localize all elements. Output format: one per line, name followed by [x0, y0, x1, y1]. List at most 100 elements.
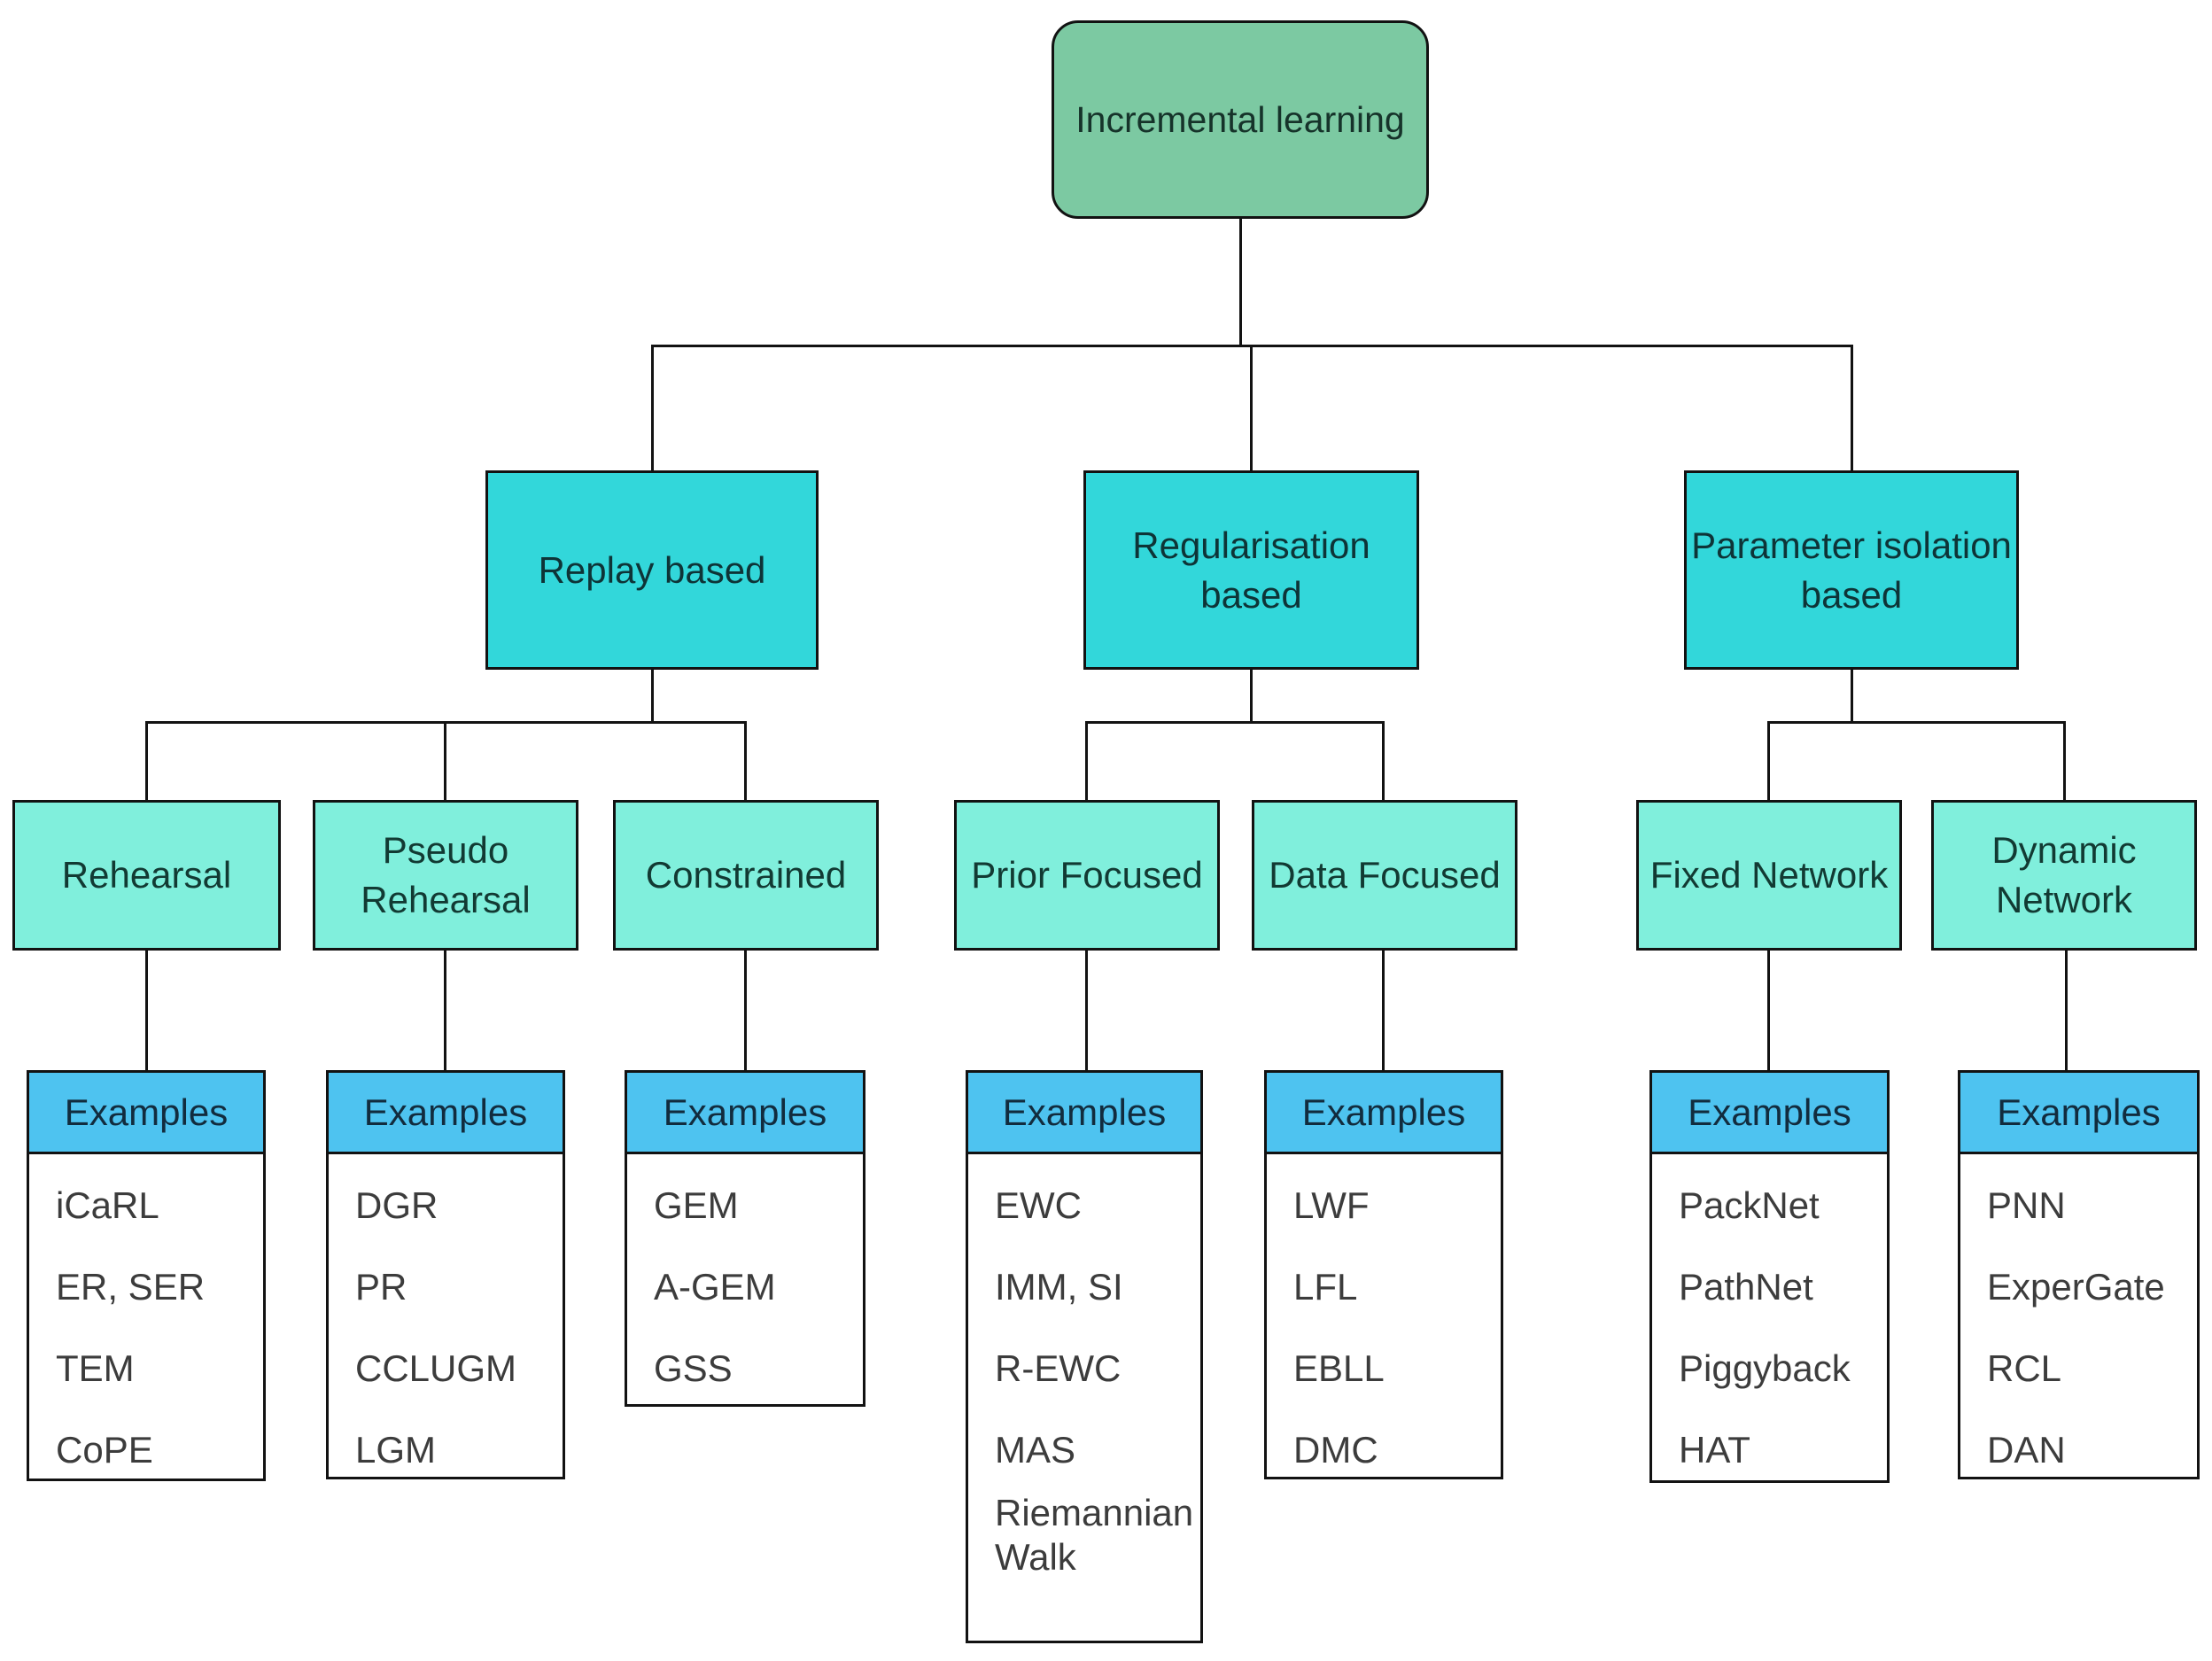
node-pseudo-rehearsal: Pseudo Rehearsal [313, 800, 578, 951]
example-item: CCLUGM [355, 1347, 517, 1389]
example-item: iCaRL [56, 1184, 159, 1226]
example-item: DGR [355, 1184, 439, 1226]
examples-header-label: Examples [1688, 1091, 1851, 1133]
node-label: Rehearsal [61, 854, 232, 896]
node-label: Fixed Network [1649, 854, 1889, 896]
example-item: Piggyback [1679, 1347, 1851, 1389]
connector-pseudo-rehearsal-examples [444, 951, 446, 1070]
connector-constrained-up [744, 721, 747, 800]
node-rehearsal: Rehearsal [12, 800, 281, 951]
connector-dynamic-network-examples [2065, 951, 2068, 1070]
connector-regularisation-up [1250, 345, 1253, 470]
example-item: HAT [1679, 1429, 1750, 1471]
node-regularisation-based: Regularisation based [1083, 470, 1419, 670]
examples-header: Examples [627, 1073, 863, 1154]
example-item: LWF [1293, 1184, 1370, 1226]
connector-rehearsal-up [145, 721, 148, 800]
example-item: EWC [995, 1184, 1082, 1226]
examples-box-prior-focused: Examples EWC IMM, SI R-EWC MAS Riemannia… [966, 1070, 1203, 1643]
examples-box-data-focused: Examples LWF LFL EBLL DMC [1264, 1070, 1503, 1479]
node-label: Replay based [538, 548, 766, 591]
connector-replay-up [651, 345, 654, 470]
node-label: Data Focused [1269, 854, 1501, 896]
node-fixed-network: Fixed Network [1636, 800, 1902, 951]
examples-list: LWF LFL EBLL DMC [1267, 1154, 1501, 1491]
examples-box-fixed-network: Examples PackNet PathNet Piggyback HAT [1649, 1070, 1890, 1483]
node-label: Parameter isolation based [1691, 524, 2012, 616]
connector-rail-regularisation [1085, 721, 1385, 724]
connector-dynamic-network-up [2063, 721, 2066, 800]
examples-box-constrained: Examples GEM A-GEM GSS [625, 1070, 865, 1407]
example-item: CoPE [56, 1429, 153, 1471]
connector-rail-parameter [1767, 721, 2066, 724]
examples-header-label: Examples [1997, 1091, 2161, 1133]
example-item: DAN [1987, 1429, 2066, 1471]
example-item: LGM [355, 1429, 437, 1471]
examples-header-label: Examples [663, 1091, 827, 1133]
node-label: Regularisation based [1132, 524, 1370, 616]
examples-header: Examples [329, 1073, 563, 1154]
example-item: RCL [1987, 1347, 2062, 1389]
examples-header: Examples [1960, 1073, 2197, 1154]
connector-data-focused-up [1382, 721, 1385, 800]
node-label: Pseudo Rehearsal [361, 829, 531, 920]
connector-rehearsal-examples [145, 951, 148, 1070]
examples-header: Examples [29, 1073, 263, 1154]
node-parameter-isolation-based: Parameter isolation based [1684, 470, 2019, 670]
node-incremental-learning: Incremental learning [1052, 20, 1429, 219]
node-label: Constrained [645, 854, 847, 896]
example-item: LFL [1293, 1266, 1358, 1308]
example-item: TEM [56, 1347, 135, 1389]
connector-pseudo-rehearsal-up [444, 721, 446, 800]
example-item: PackNet [1679, 1184, 1820, 1226]
examples-box-rehearsal: Examples iCaRL ER, SER TEM CoPE [27, 1070, 266, 1481]
example-item: PR [355, 1266, 407, 1308]
examples-header-label: Examples [1002, 1091, 1167, 1133]
connector-rail-level1 [652, 345, 1853, 347]
examples-header: Examples [1652, 1073, 1887, 1154]
connector-fixed-network-up [1767, 721, 1770, 800]
connector-replay-down [651, 670, 654, 724]
example-item: GEM [654, 1184, 739, 1226]
example-item: PathNet [1679, 1266, 1813, 1308]
examples-list: GEM A-GEM GSS [627, 1154, 863, 1409]
example-item: Riemannian Walk [995, 1492, 1194, 1578]
connector-prior-focused-examples [1085, 951, 1088, 1070]
examples-box-dynamic-network: Examples PNN ExperGate RCL DAN [1958, 1070, 2200, 1479]
connector-root-down [1239, 219, 1242, 347]
connector-constrained-examples [744, 951, 747, 1070]
example-item: DMC [1293, 1429, 1378, 1471]
example-item: MAS [995, 1429, 1076, 1471]
connector-parameter-down [1851, 670, 1853, 724]
examples-list: iCaRL ER, SER TEM CoPE [29, 1154, 263, 1491]
example-item: A-GEM [654, 1266, 776, 1308]
examples-list: DGR PR CCLUGM LGM [329, 1154, 563, 1491]
examples-header: Examples [1267, 1073, 1501, 1154]
examples-list: EWC IMM, SI R-EWC MAS Riemannian Walk [968, 1154, 1200, 1641]
examples-header-label: Examples [1301, 1091, 1466, 1133]
example-item: EBLL [1293, 1347, 1385, 1389]
examples-list: PNN ExperGate RCL DAN [1960, 1154, 2197, 1491]
node-dynamic-network: Dynamic Network [1931, 800, 2197, 951]
examples-list: PackNet PathNet Piggyback HAT [1652, 1154, 1887, 1491]
node-constrained: Constrained [613, 800, 879, 951]
node-prior-focused: Prior Focused [954, 800, 1220, 951]
example-item: R-EWC [995, 1347, 1122, 1389]
examples-header: Examples [968, 1073, 1200, 1154]
connector-data-focused-examples [1382, 951, 1385, 1070]
example-item: ER, SER [56, 1266, 206, 1308]
example-item: PNN [1987, 1184, 2066, 1226]
node-label: Prior Focused [971, 854, 1203, 896]
examples-header-label: Examples [64, 1091, 229, 1133]
connector-prior-focused-up [1085, 721, 1088, 800]
node-label: Incremental learning [1075, 99, 1405, 140]
examples-header-label: Examples [363, 1091, 528, 1133]
example-item: IMM, SI [995, 1266, 1123, 1308]
connector-fixed-network-examples [1767, 951, 1770, 1070]
node-label: Dynamic Network [1991, 829, 2137, 920]
node-replay-based: Replay based [485, 470, 819, 670]
example-item: GSS [654, 1347, 733, 1389]
connector-parameter-up [1851, 345, 1853, 470]
node-data-focused: Data Focused [1252, 800, 1517, 951]
